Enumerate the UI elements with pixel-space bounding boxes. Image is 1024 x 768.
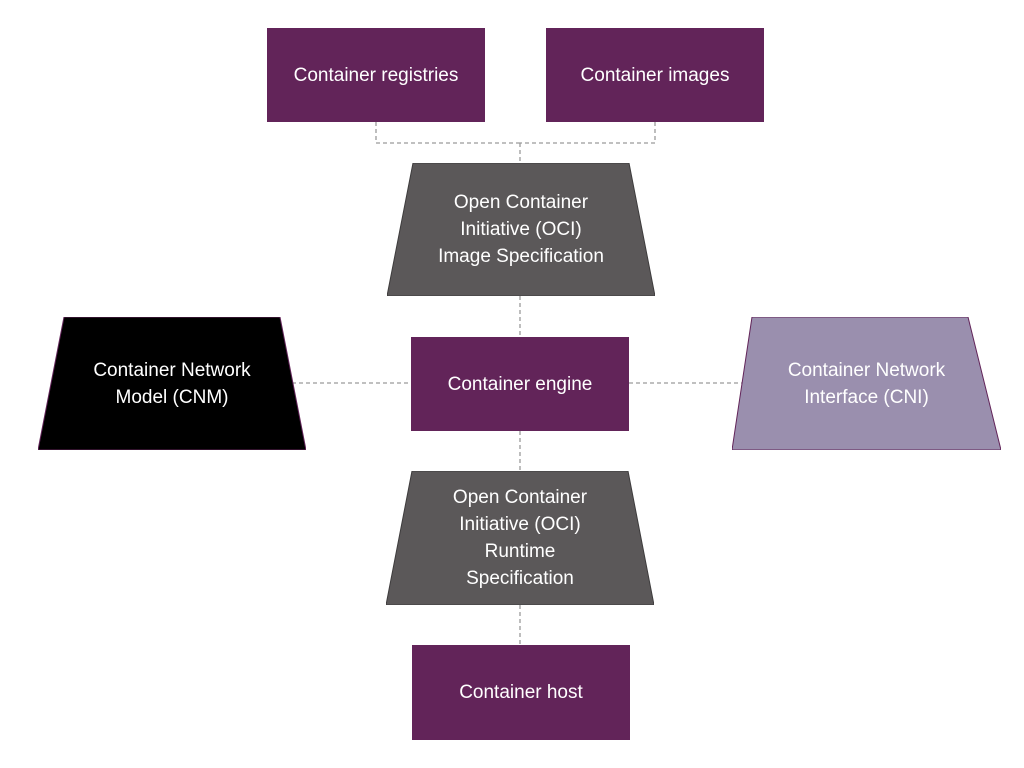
oci-image-spec-trapezoid — [387, 163, 655, 296]
oci-runtime-spec-trapezoid — [386, 471, 654, 605]
cni-trapezoid — [732, 317, 1001, 450]
cnm-shape: Container Network Model (CNM) — [38, 317, 306, 450]
cni-shape: Container Network Interface (CNI) — [732, 317, 1001, 450]
oci-runtime-spec-shape: Open Container Initiative (OCI) Runtime … — [386, 471, 654, 605]
cnm-trapezoid — [38, 317, 306, 450]
oci-image-spec-shape: Open Container Initiative (OCI) Image Sp… — [387, 163, 655, 296]
connector-registries — [375, 122, 520, 144]
connector-images — [520, 122, 656, 144]
container-registries-box: Container registries — [267, 28, 485, 122]
oci-runtime-spec-label: Open Container Initiative (OCI) Runtime … — [452, 487, 588, 589]
container-images-label: Container images — [580, 64, 730, 86]
container-host-box: Container host — [412, 645, 630, 740]
container-engine-label: Container engine — [447, 373, 593, 395]
container-host-label: Container host — [459, 682, 583, 703]
cni-label: Container Network Interface (CNI) — [787, 359, 946, 408]
oci-image-spec-label: Open Container Initiative (OCI) Image Sp… — [438, 192, 604, 267]
container-registries-label: Container registries — [293, 64, 459, 86]
container-engine-box: Container engine — [411, 337, 629, 431]
container-images-box: Container images — [546, 28, 764, 122]
cnm-label: Container Network Model (CNM) — [93, 359, 251, 408]
